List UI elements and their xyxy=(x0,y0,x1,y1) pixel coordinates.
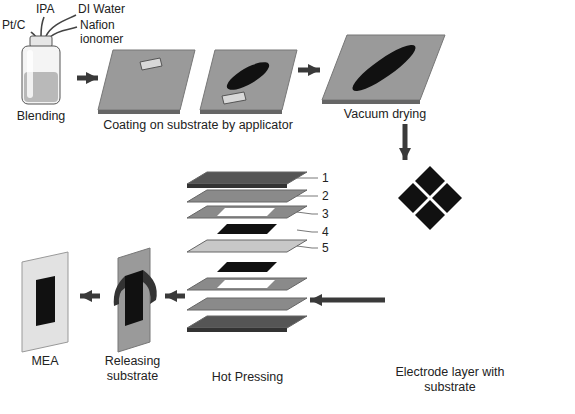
hot-press-stack xyxy=(187,172,307,332)
process-arrow xyxy=(165,294,185,299)
step-caption: MEA xyxy=(10,354,80,369)
electrode-pieces xyxy=(398,166,462,230)
ingredient-label: DI Water xyxy=(78,2,125,16)
process-step: Hot Pressing xyxy=(185,165,310,387)
mea-sheet xyxy=(22,252,68,352)
ingredient-label: IPA xyxy=(36,2,54,16)
releasing-substrate xyxy=(114,248,157,352)
leader-line xyxy=(297,178,318,179)
ingredient-label: Pt/C xyxy=(2,18,25,32)
leader-line xyxy=(297,196,318,197)
process-arrow xyxy=(310,298,385,303)
process-step: Electrode layer with substrate xyxy=(385,160,515,397)
process-arrow xyxy=(80,294,100,299)
callout-number: 1 xyxy=(322,171,329,185)
connectors xyxy=(77,70,405,300)
step-caption: Coating on substrate by applicator xyxy=(98,118,298,133)
ingredient-label: Nafion ionomer xyxy=(80,18,132,46)
process-step: Releasing substrate xyxy=(100,240,165,386)
process-arrow xyxy=(77,76,98,81)
step-caption: Hot Pressing xyxy=(185,370,310,385)
bottle xyxy=(22,15,77,104)
step-caption: Vacuum drying xyxy=(320,107,450,122)
leader-line xyxy=(297,212,318,214)
callout-number: 3 xyxy=(322,207,329,221)
step-caption: Releasing substrate xyxy=(100,354,165,384)
leader-line xyxy=(297,230,318,232)
callout-number: 4 xyxy=(322,225,329,239)
callout-number: 5 xyxy=(322,241,329,255)
process-arrow xyxy=(403,124,408,160)
process-step: Coating on substrate by applicator xyxy=(98,40,298,135)
step-caption: Blending xyxy=(5,109,77,124)
coating-substrate xyxy=(98,50,297,114)
leader-lines xyxy=(297,178,318,248)
step-caption: Electrode layer with substrate xyxy=(385,365,515,395)
leader-line xyxy=(297,246,318,248)
process-arrow xyxy=(298,68,320,73)
process-step: MEA xyxy=(10,245,80,371)
process-step: Vacuum drying xyxy=(320,25,450,124)
dried-substrate xyxy=(322,35,445,104)
callout-number: 2 xyxy=(322,189,329,203)
